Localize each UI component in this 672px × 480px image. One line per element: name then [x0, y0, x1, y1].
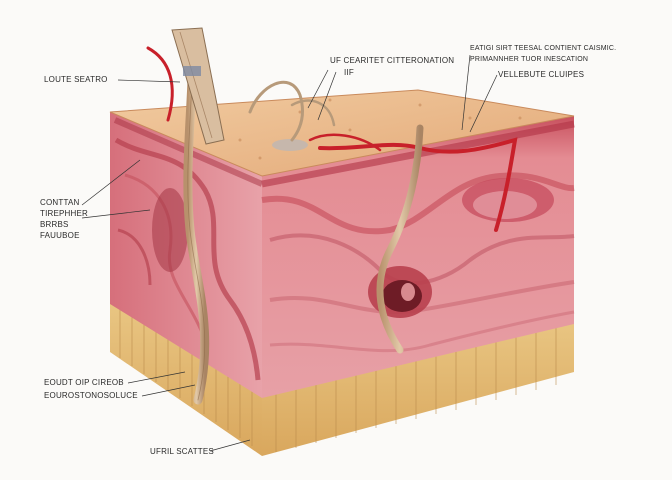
- label-left-mid-a: CONTTAN: [40, 198, 80, 207]
- label-right-top-a: EATIGI SIRT TEESAL CONTIENT CAISMIC.: [470, 45, 617, 52]
- tendon-stub: [171, 27, 225, 145]
- tissue-top-surface: [109, 89, 575, 177]
- label-central-a: UF CEARITET CITTERONATION: [330, 56, 455, 65]
- tissue-front-face: [261, 116, 575, 398]
- label-bottom-left-b: EOUROSTONOSOLUCE: [44, 391, 138, 400]
- label-left-mid-b: TIREPHHER: [40, 209, 89, 218]
- label-left-mid-d: FAUUBOE: [40, 231, 80, 240]
- subcutaneous-fat-layer: [110, 300, 574, 456]
- label-vellebute: VELLEBUTE CLUIPES: [498, 70, 585, 79]
- blood-vessels: [146, 46, 518, 232]
- label-bottom-left-a: EOUDT OIP CIREOB: [44, 378, 124, 387]
- tissue-left-face: [110, 112, 264, 398]
- leader-lines: [81, 54, 498, 452]
- label-central-b: IIF: [344, 68, 354, 77]
- label-left-mid-c: BRRBS: [40, 220, 69, 229]
- nerve-strands: [183, 75, 424, 405]
- label-right-top-b: PRIMANNHER TUOR INESCATION: [470, 56, 589, 63]
- label-louse-seatro: LOUTE SEATRO: [44, 75, 108, 84]
- label-bottom: UFRIL SCATTES: [150, 447, 214, 456]
